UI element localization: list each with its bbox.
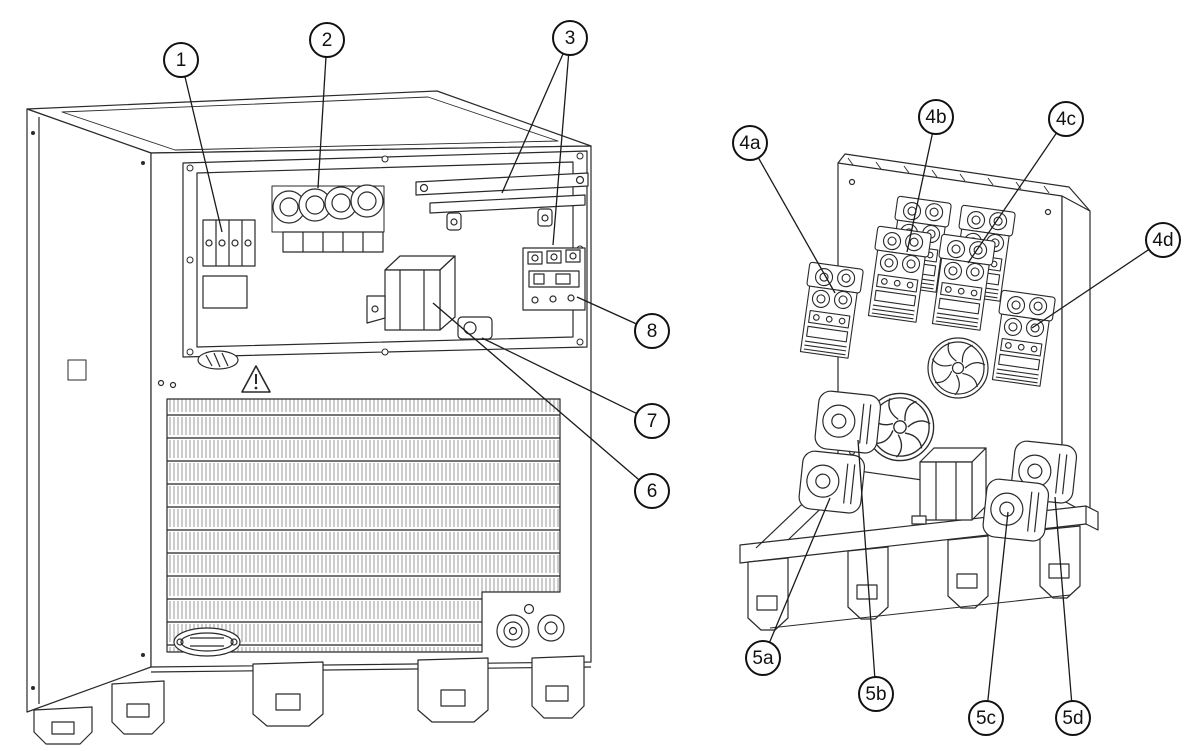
inductor-5c — [981, 477, 1051, 543]
callout-1: 1 — [163, 42, 199, 78]
callout-label: 7 — [646, 410, 658, 432]
callout-7: 7 — [634, 403, 670, 439]
callout-label: 2 — [321, 29, 333, 51]
callout-2: 2 — [309, 22, 345, 58]
warning-icon — [241, 365, 271, 393]
control-knobs — [496, 603, 565, 648]
mounting-feet — [33, 655, 585, 745]
callout-4d: 4d — [1145, 222, 1181, 258]
ventilation-grille — [166, 398, 561, 653]
aux-transformer — [911, 447, 987, 525]
callout-label: 8 — [646, 320, 658, 342]
side-latch — [67, 359, 87, 381]
callout-4c: 4c — [1048, 101, 1084, 137]
vent-oval — [197, 350, 239, 370]
callout-5c: 5c — [968, 700, 1004, 736]
callout-label: 1 — [175, 49, 187, 71]
callout-5b: 5b — [858, 676, 894, 712]
panel-edge-hatch — [847, 157, 1050, 194]
leader-lines — [180, 37, 1164, 719]
chassis-drawing — [739, 153, 1099, 631]
callout-4a: 4a — [732, 125, 768, 161]
callout-label: 3 — [564, 27, 576, 49]
nameplate — [173, 627, 241, 657]
callout-label: 6 — [646, 480, 658, 502]
bus-bar — [415, 172, 589, 231]
cabinet-drawing — [26, 90, 592, 745]
callout-3: 3 — [552, 20, 588, 56]
callout-label: 4a — [739, 132, 761, 154]
callout-label: 5a — [752, 647, 774, 669]
contactor — [522, 247, 586, 311]
inductor-5a — [797, 449, 867, 515]
callout-6: 6 — [634, 473, 670, 509]
coil-assembly — [271, 184, 385, 253]
inductor-5b — [813, 389, 883, 455]
callout-label: 5c — [975, 707, 997, 729]
terminal-block — [202, 219, 256, 309]
callout-8: 8 — [634, 313, 670, 349]
callout-label: 5d — [1062, 707, 1084, 729]
transformer — [366, 255, 456, 331]
callout-5d: 5d — [1055, 700, 1091, 736]
callout-label: 4d — [1152, 229, 1174, 251]
fan — [927, 337, 989, 399]
callout-4b: 4b — [918, 99, 954, 135]
callout-5a: 5a — [745, 640, 781, 676]
callout-label: 4b — [925, 106, 947, 128]
callout-label: 4c — [1055, 108, 1077, 130]
callout-label: 5b — [865, 683, 887, 705]
